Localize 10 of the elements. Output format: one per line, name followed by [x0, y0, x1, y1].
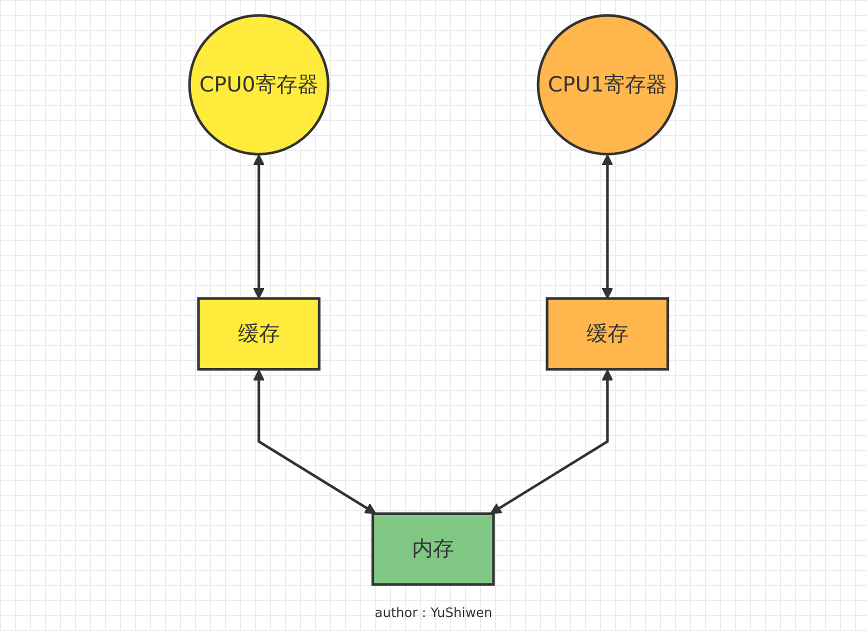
- arrow: [490, 369, 614, 514]
- author-note: author：YuShiwen: [374, 606, 492, 621]
- arrow: [253, 369, 377, 514]
- node-box: 缓存: [198, 297, 321, 371]
- node-circle: CPU1寄存器: [537, 14, 678, 156]
- node-box: 缓存: [546, 297, 670, 371]
- arrow: [602, 154, 614, 300]
- arrow: [253, 154, 265, 300]
- node-box: 内存: [372, 512, 496, 586]
- node-circle: CPU0寄存器: [188, 14, 330, 156]
